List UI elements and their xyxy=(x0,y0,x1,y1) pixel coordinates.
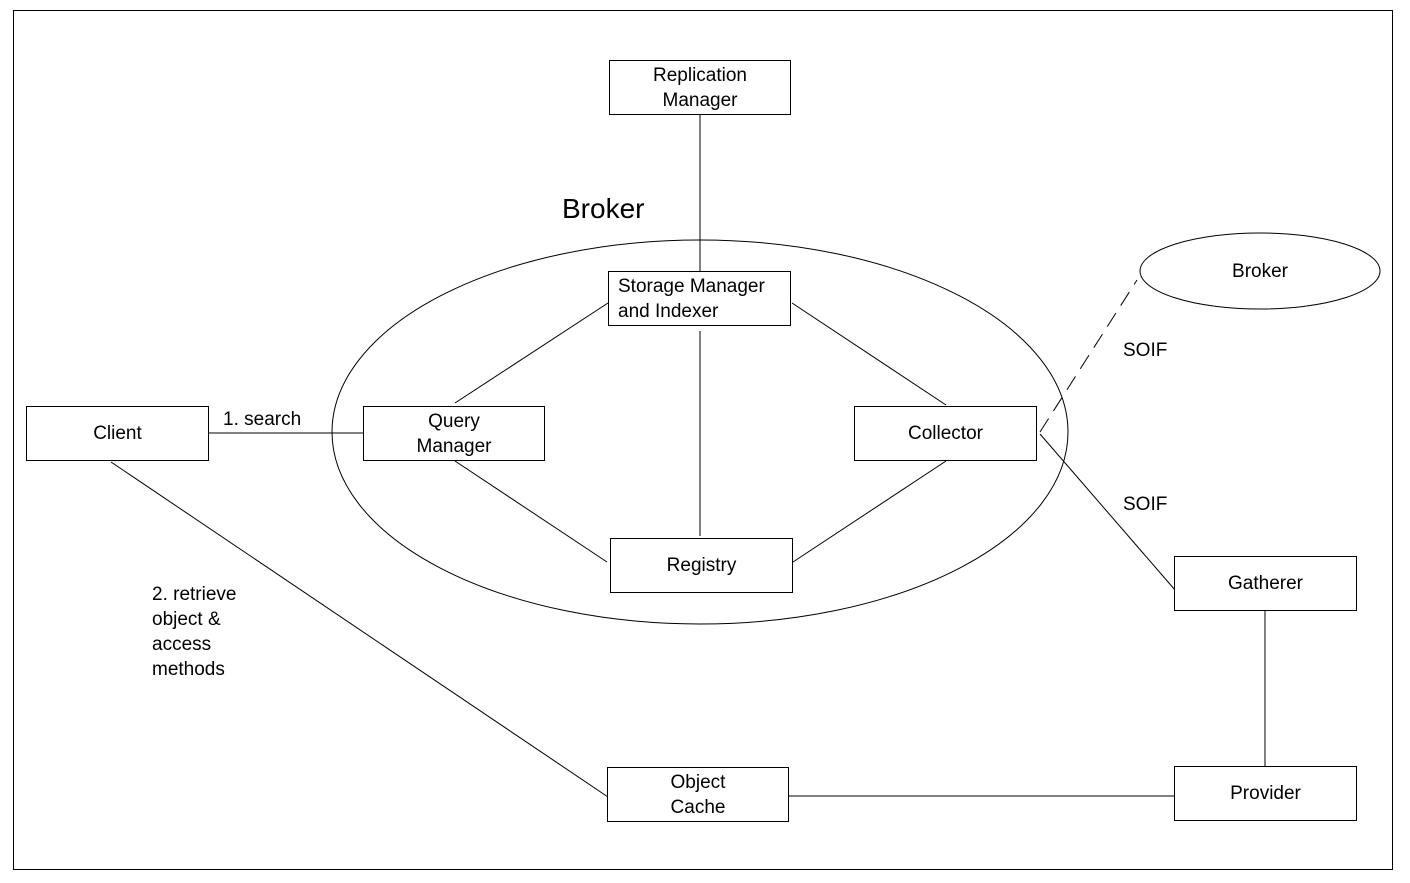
edge-storage-query xyxy=(454,302,609,404)
soif-gatherer-edge-label: SOIF xyxy=(1123,494,1168,515)
edge-collector-registry xyxy=(792,460,947,563)
remote-broker-node[interactable]: Broker xyxy=(1232,260,1288,282)
diagram-frame xyxy=(13,10,1393,870)
retrieve-edge-label: 2. retrieve object & access methods xyxy=(152,584,237,680)
edge-collector-gatherer xyxy=(1039,433,1176,591)
replication-manager-node[interactable]: Replication Manager xyxy=(609,60,791,115)
registry-node[interactable]: Registry xyxy=(610,538,793,593)
edge-client-cache xyxy=(110,461,609,798)
search-edge-label: 1. search xyxy=(223,409,302,430)
edge-collector-remote-broker xyxy=(1039,279,1138,433)
provider-node[interactable]: Provider xyxy=(1174,766,1357,821)
broker-title: Broker xyxy=(562,193,645,224)
query-manager-node[interactable]: Query Manager xyxy=(363,406,545,461)
edge-query-registry xyxy=(454,460,608,563)
edge-storage-collector xyxy=(791,302,947,406)
soif-broker-edge-label: SOIF xyxy=(1123,340,1168,361)
collector-node[interactable]: Collector xyxy=(854,406,1037,461)
client-node[interactable]: Client xyxy=(26,406,209,461)
remote-broker-ellipse xyxy=(1139,232,1381,310)
gatherer-node[interactable]: Gatherer xyxy=(1174,556,1357,611)
storage-manager-node[interactable]: Storage Manager and Indexer xyxy=(608,271,791,326)
object-cache-node[interactable]: Object Cache xyxy=(607,767,789,822)
